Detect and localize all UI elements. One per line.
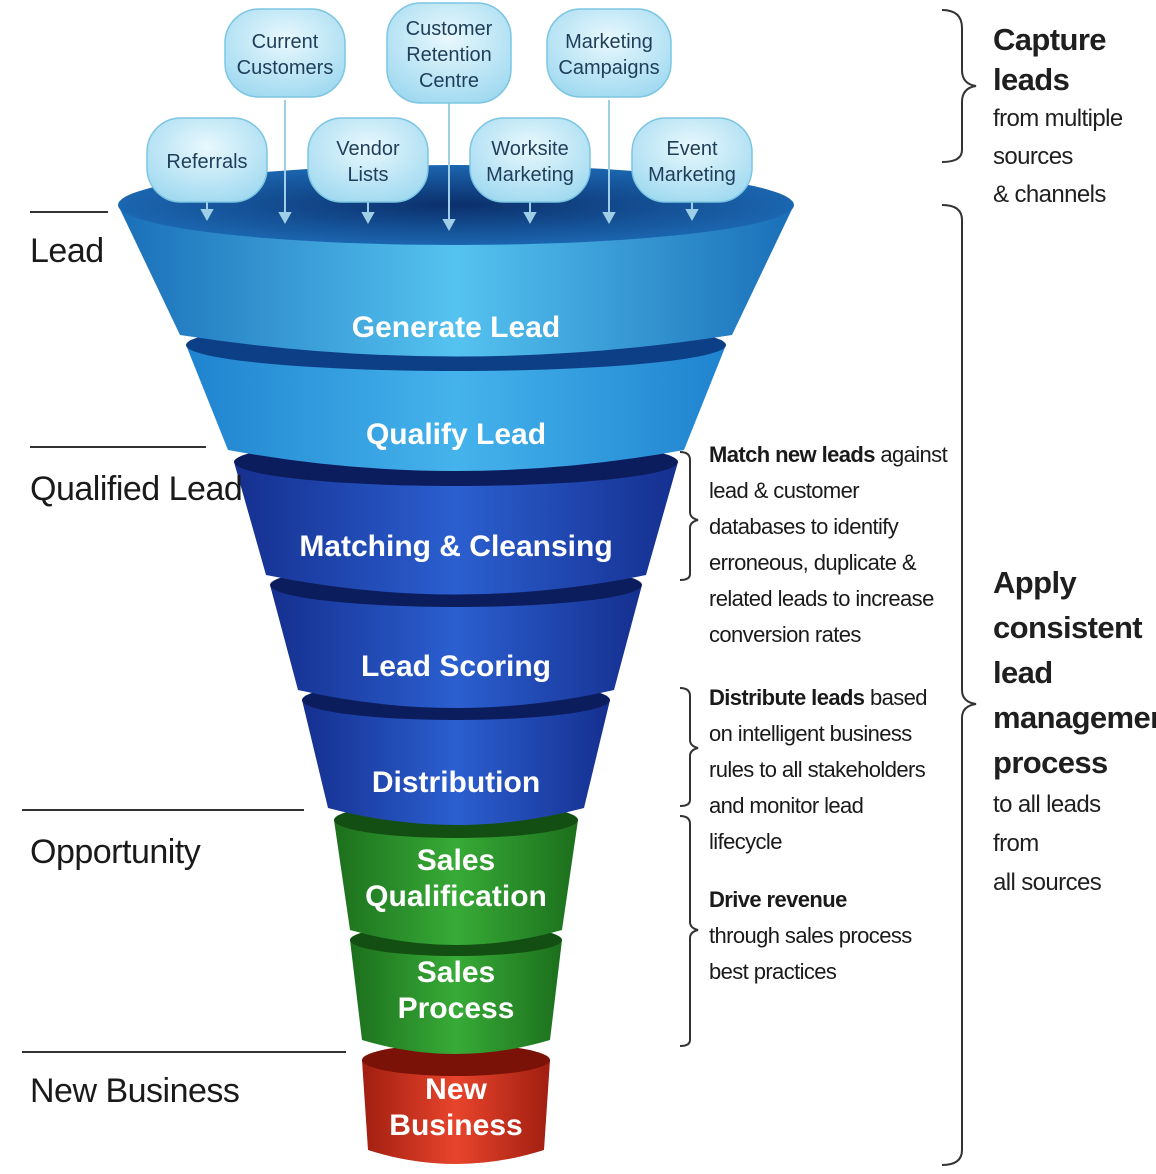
label-qualified-lead: Qualified Lead bbox=[30, 470, 243, 508]
source-bubble-label: Referrals bbox=[166, 151, 247, 173]
apply-process-note: Apply consistent lead management process… bbox=[993, 560, 1156, 902]
apply-process-text: to all leads from all sources bbox=[993, 791, 1102, 896]
band-generate-lead bbox=[118, 205, 794, 357]
capture-leads-text: from multiple sources & channels bbox=[993, 105, 1123, 208]
annotation-match-text: against lead & customer databases to ide… bbox=[709, 442, 948, 647]
annotation-drive-text: through sales process best practices bbox=[709, 923, 912, 984]
label-lead: Lead bbox=[30, 232, 104, 270]
annotation-drive: Drive revenue through sales process best … bbox=[709, 882, 929, 990]
annotation-distribute: Distribute leads based on intelligent bu… bbox=[709, 680, 939, 860]
annotation-match-bold: Match new leads bbox=[709, 442, 875, 467]
band-matching-cleansing bbox=[234, 462, 678, 595]
label-opportunity: Opportunity bbox=[30, 833, 201, 871]
band-sales-process bbox=[350, 940, 562, 1054]
annotation-distribute-text: based on intelligent business rules to a… bbox=[709, 685, 928, 854]
funnel-stage-label: Lead Scoring bbox=[361, 650, 551, 683]
annotation-distribute-bold: Distribute leads bbox=[709, 685, 865, 710]
annotation-drive-bold: Drive revenue bbox=[709, 887, 847, 912]
band-distribution bbox=[302, 700, 610, 825]
funnel-stage-label: Matching & Cleansing bbox=[299, 530, 612, 563]
funnel-stage-label: Qualify Lead bbox=[366, 418, 546, 451]
band-new-business bbox=[362, 1060, 550, 1164]
band-qualify-lead bbox=[186, 345, 726, 471]
band-lead-scoring bbox=[270, 585, 642, 708]
band-sales-qualification bbox=[334, 820, 578, 945]
funnel-rim bbox=[118, 165, 794, 245]
funnel-stage-label: Distribution bbox=[372, 766, 540, 799]
capture-leads-title: Capture leads bbox=[993, 22, 1107, 97]
funnel-stage-label: Generate Lead bbox=[352, 311, 560, 344]
annotation-match: Match new leads against lead & customer … bbox=[709, 437, 949, 653]
apply-process-title: Apply consistent lead management process bbox=[993, 565, 1156, 780]
source-bubble: Referrals bbox=[146, 117, 268, 203]
label-new-business: New Business bbox=[30, 1072, 240, 1110]
capture-leads-note: Capture leads from multiple sources & ch… bbox=[993, 20, 1156, 214]
